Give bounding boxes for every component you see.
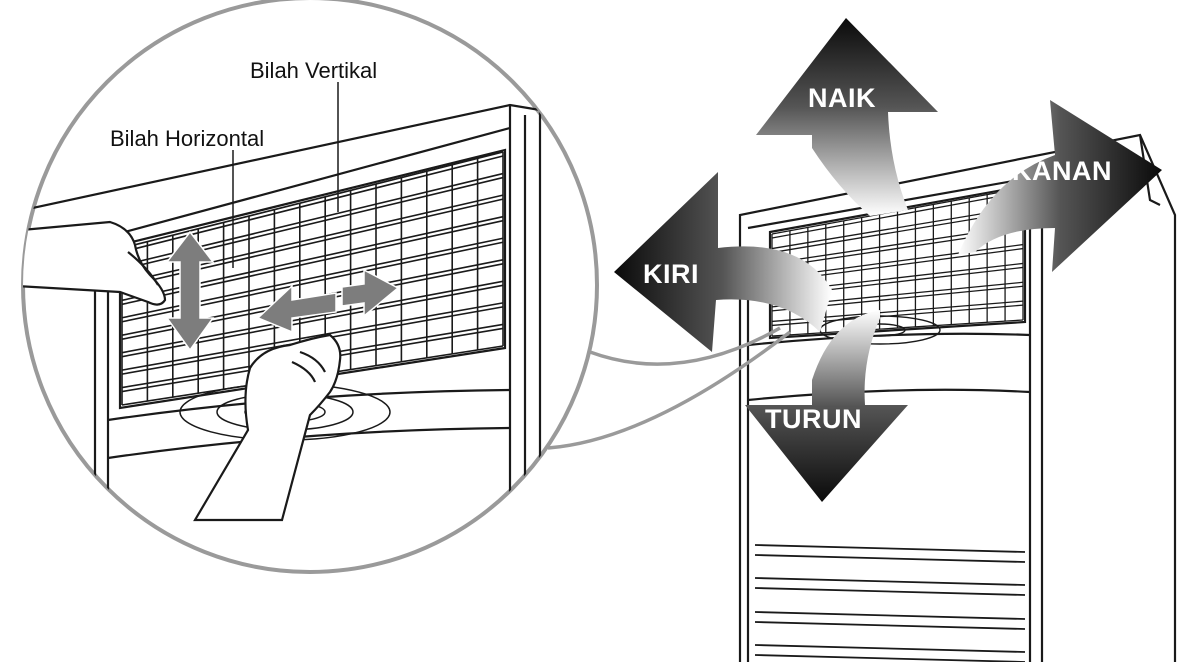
magnified-unit: [23, 103, 542, 520]
down-arrow: [745, 310, 908, 502]
vertical-slat-label: Bilah Vertikal: [250, 58, 377, 83]
right-arrow: [958, 100, 1162, 272]
right-direction-label: KANAN: [1012, 156, 1112, 186]
horizontal-slat: [121, 302, 504, 371]
down-direction-label: TURUN: [765, 404, 862, 434]
bottom-hand: [193, 333, 342, 522]
horizontal-slat: [121, 151, 504, 249]
up-arrow: [756, 18, 938, 216]
slat-adjust-arrows: [165, 230, 400, 352]
leader-lines: [232, 82, 339, 268]
callout-connector: [547, 326, 792, 450]
airflow-arrows: [614, 18, 1162, 502]
horizontal-slat-edge: [121, 155, 504, 253]
left-hand: [23, 220, 167, 306]
up-down-small-arrow: [165, 230, 215, 352]
magnified-view: [21, 0, 599, 574]
left-arrow: [614, 172, 832, 352]
up-direction-label: NAIK: [808, 83, 876, 113]
left-small-arrow: [256, 284, 337, 334]
horizontal-slat-label: Bilah Horizontal: [110, 126, 264, 151]
left-direction-label: KIRI: [643, 259, 699, 289]
right-small-arrow: [341, 268, 400, 318]
